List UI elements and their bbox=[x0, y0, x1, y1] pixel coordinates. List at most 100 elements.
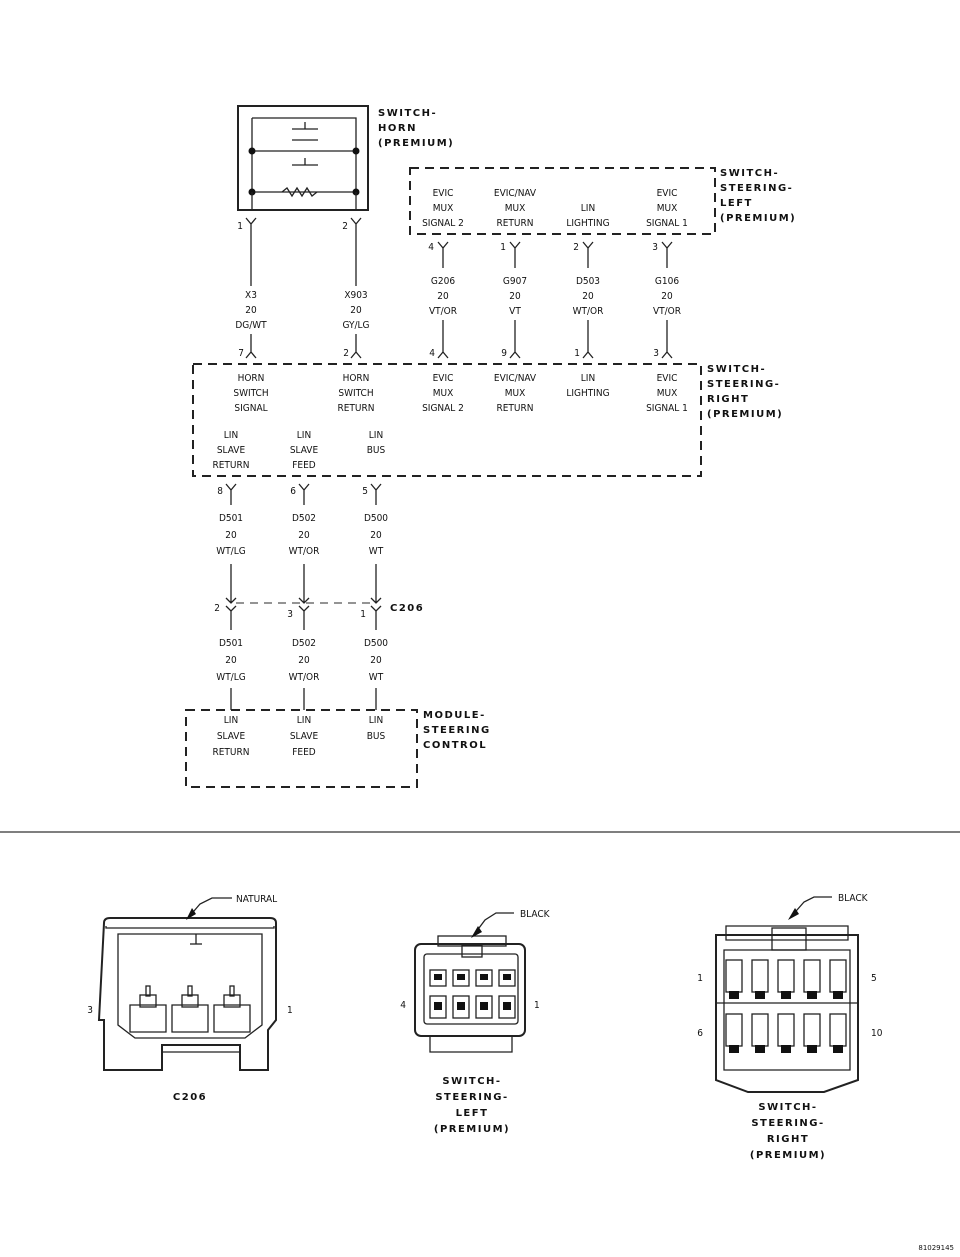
wire-d503-gauge: 20 bbox=[582, 291, 594, 302]
module-cell-3-line-2: BUS bbox=[367, 731, 386, 742]
left-view-title-3: LEFT bbox=[456, 1108, 489, 1119]
wires-horn-to-right: 1 X3 20 DG/WT 7 2 X903 20 GY/LG 2 bbox=[235, 217, 370, 359]
wires-left-to-right: 4 G206 20 VT/OR 4 1 G907 20 VT 9 2 D503 … bbox=[428, 241, 681, 359]
right-view-color-label: BLACK bbox=[838, 893, 869, 904]
right-cell-1-line-1: HORN bbox=[238, 373, 265, 384]
module-cell-2-line-2: SLAVE bbox=[290, 731, 319, 742]
right-switch-label-1: SWITCH- bbox=[707, 364, 766, 375]
wire-x3-code: X3 bbox=[245, 290, 257, 301]
wire-d503-color: WT/OR bbox=[573, 306, 604, 317]
c206-view-pin-1: 1 bbox=[287, 1005, 293, 1016]
module-steering-control: LIN SLAVE RETURN LIN SLAVE FEED LIN BUS … bbox=[185, 709, 491, 788]
right-cell-6-line-1: EVIC bbox=[657, 373, 678, 384]
wire-x3-gauge: 20 bbox=[245, 305, 257, 316]
left-switch-label-3: LEFT bbox=[720, 198, 753, 209]
right-pin-5: 5 bbox=[362, 486, 368, 497]
wire-d502b-color: WT/OR bbox=[289, 672, 320, 683]
left-cell-4-line-1: EVIC bbox=[657, 188, 678, 199]
horn-pin-2: 2 bbox=[342, 221, 348, 232]
wire-d500-color: WT bbox=[369, 546, 384, 557]
left-view-title-1: SWITCH- bbox=[442, 1076, 501, 1087]
left-view-title-2: STEERING- bbox=[435, 1092, 508, 1103]
right-cell-5-line-2: LIGHTING bbox=[566, 388, 609, 399]
wire-d501b-gauge: 20 bbox=[225, 655, 237, 666]
wire-g206-code: G206 bbox=[431, 276, 455, 287]
c206-view-pin-3: 3 bbox=[87, 1005, 93, 1016]
wire-d500b-code: D500 bbox=[364, 638, 388, 649]
wire-d500-code: D500 bbox=[364, 513, 388, 524]
module-label-2: STEERING bbox=[423, 725, 491, 736]
right-cell-2-line-1: HORN bbox=[343, 373, 370, 384]
left-switch-label-4: (PREMIUM) bbox=[720, 213, 796, 224]
right-cell-3-line-3: SIGNAL 2 bbox=[422, 403, 464, 414]
steering-left-switch: EVIC MUX SIGNAL 2 EVIC/NAV MUX RETURN LI… bbox=[409, 167, 796, 235]
left-cell-1-line-1: EVIC bbox=[433, 188, 454, 199]
left-cell-1-line-3: SIGNAL 2 bbox=[422, 218, 464, 229]
left-view-color-label: BLACK bbox=[520, 909, 551, 920]
wire-d502b-code: D502 bbox=[292, 638, 316, 649]
right-pin-3: 3 bbox=[653, 348, 659, 359]
module-cell-2-line-3: FEED bbox=[292, 747, 316, 758]
right-view-pin-5: 5 bbox=[871, 973, 877, 984]
wire-d500b-gauge: 20 bbox=[370, 655, 382, 666]
right-bottom-cell-1-line-2: SLAVE bbox=[217, 445, 246, 456]
right-cell-2-line-2: SWITCH bbox=[338, 388, 373, 399]
right-pin-4: 4 bbox=[429, 348, 435, 359]
horn-switch-label-2: HORN bbox=[378, 123, 417, 134]
right-cell-4-line-2: MUX bbox=[505, 388, 526, 399]
left-cell-3-line-2: LIN bbox=[581, 203, 595, 214]
wire-g907-color: VT bbox=[509, 306, 521, 317]
wire-d501-color: WT/LG bbox=[216, 546, 245, 557]
left-cell-2-line-2: MUX bbox=[505, 203, 526, 214]
right-cell-3-line-1: EVIC bbox=[433, 373, 454, 384]
wire-d501-gauge: 20 bbox=[225, 530, 237, 541]
module-cell-1-line-2: SLAVE bbox=[217, 731, 246, 742]
wire-g206-color: VT/OR bbox=[429, 306, 457, 317]
left-switch-label-2: STEERING- bbox=[720, 183, 793, 194]
left-cell-3-line-3: LIGHTING bbox=[566, 218, 609, 229]
wire-g106-code: G106 bbox=[655, 276, 679, 287]
wire-x3-color: DG/WT bbox=[235, 320, 267, 331]
left-view-title-4: (PREMIUM) bbox=[434, 1124, 510, 1135]
right-cell-4-line-3: RETURN bbox=[497, 403, 534, 414]
right-cell-2-line-3: RETURN bbox=[338, 403, 375, 414]
module-cell-1-line-3: RETURN bbox=[213, 747, 250, 758]
right-bottom-cell-2-line-2: SLAVE bbox=[290, 445, 319, 456]
wire-g106-gauge: 20 bbox=[661, 291, 673, 302]
wire-d500b-color: WT bbox=[369, 672, 384, 683]
right-cell-1-line-2: SWITCH bbox=[233, 388, 268, 399]
right-bottom-cell-3-line-2: BUS bbox=[367, 445, 386, 456]
right-pin-9: 9 bbox=[501, 348, 507, 359]
c206-label: C206 bbox=[390, 603, 424, 614]
right-bottom-cell-3-line-1: LIN bbox=[369, 430, 383, 441]
left-view-pin-4: 4 bbox=[400, 1000, 406, 1011]
c206-connector-view: NATURAL 3 1 C206 bbox=[87, 894, 292, 1103]
right-switch-label-4: (PREMIUM) bbox=[707, 409, 783, 420]
right-view-title-3: RIGHT bbox=[767, 1134, 809, 1145]
right-bottom-cell-1-line-3: RETURN bbox=[213, 460, 250, 471]
c206-pin-3: 3 bbox=[287, 609, 293, 620]
left-pin-1: 1 bbox=[500, 242, 506, 253]
horn-switch: SWITCH- HORN (PREMIUM) bbox=[237, 105, 454, 211]
c206-pin-1: 1 bbox=[360, 609, 366, 620]
wires-right-to-module: 8 D501 20 WT/LG 2 D501 20 WT/LG 6 D502 2… bbox=[214, 483, 424, 710]
left-cell-2-line-3: RETURN bbox=[497, 218, 534, 229]
right-view-pin-6: 6 bbox=[697, 1028, 703, 1039]
left-pin-4: 4 bbox=[428, 242, 434, 253]
horn-switch-label-3: (PREMIUM) bbox=[378, 138, 454, 149]
right-view-title-2: STEERING- bbox=[751, 1118, 824, 1129]
left-view-pin-1: 1 bbox=[534, 1000, 540, 1011]
right-cell-4-line-1: EVIC/NAV bbox=[494, 373, 537, 384]
left-pin-3: 3 bbox=[652, 242, 658, 253]
right-cell-5-line-1: LIN bbox=[581, 373, 595, 384]
right-pin-2: 2 bbox=[343, 348, 349, 359]
right-bottom-cell-2-line-1: LIN bbox=[297, 430, 311, 441]
left-pin-2: 2 bbox=[573, 242, 579, 253]
left-cell-1-line-2: MUX bbox=[433, 203, 454, 214]
right-bottom-cell-1-line-1: LIN bbox=[224, 430, 238, 441]
right-view-title-4: (PREMIUM) bbox=[750, 1150, 826, 1161]
module-cell-2-line-1: LIN bbox=[297, 715, 311, 726]
right-view-pin-10: 10 bbox=[871, 1028, 883, 1039]
wire-x903-gauge: 20 bbox=[350, 305, 362, 316]
